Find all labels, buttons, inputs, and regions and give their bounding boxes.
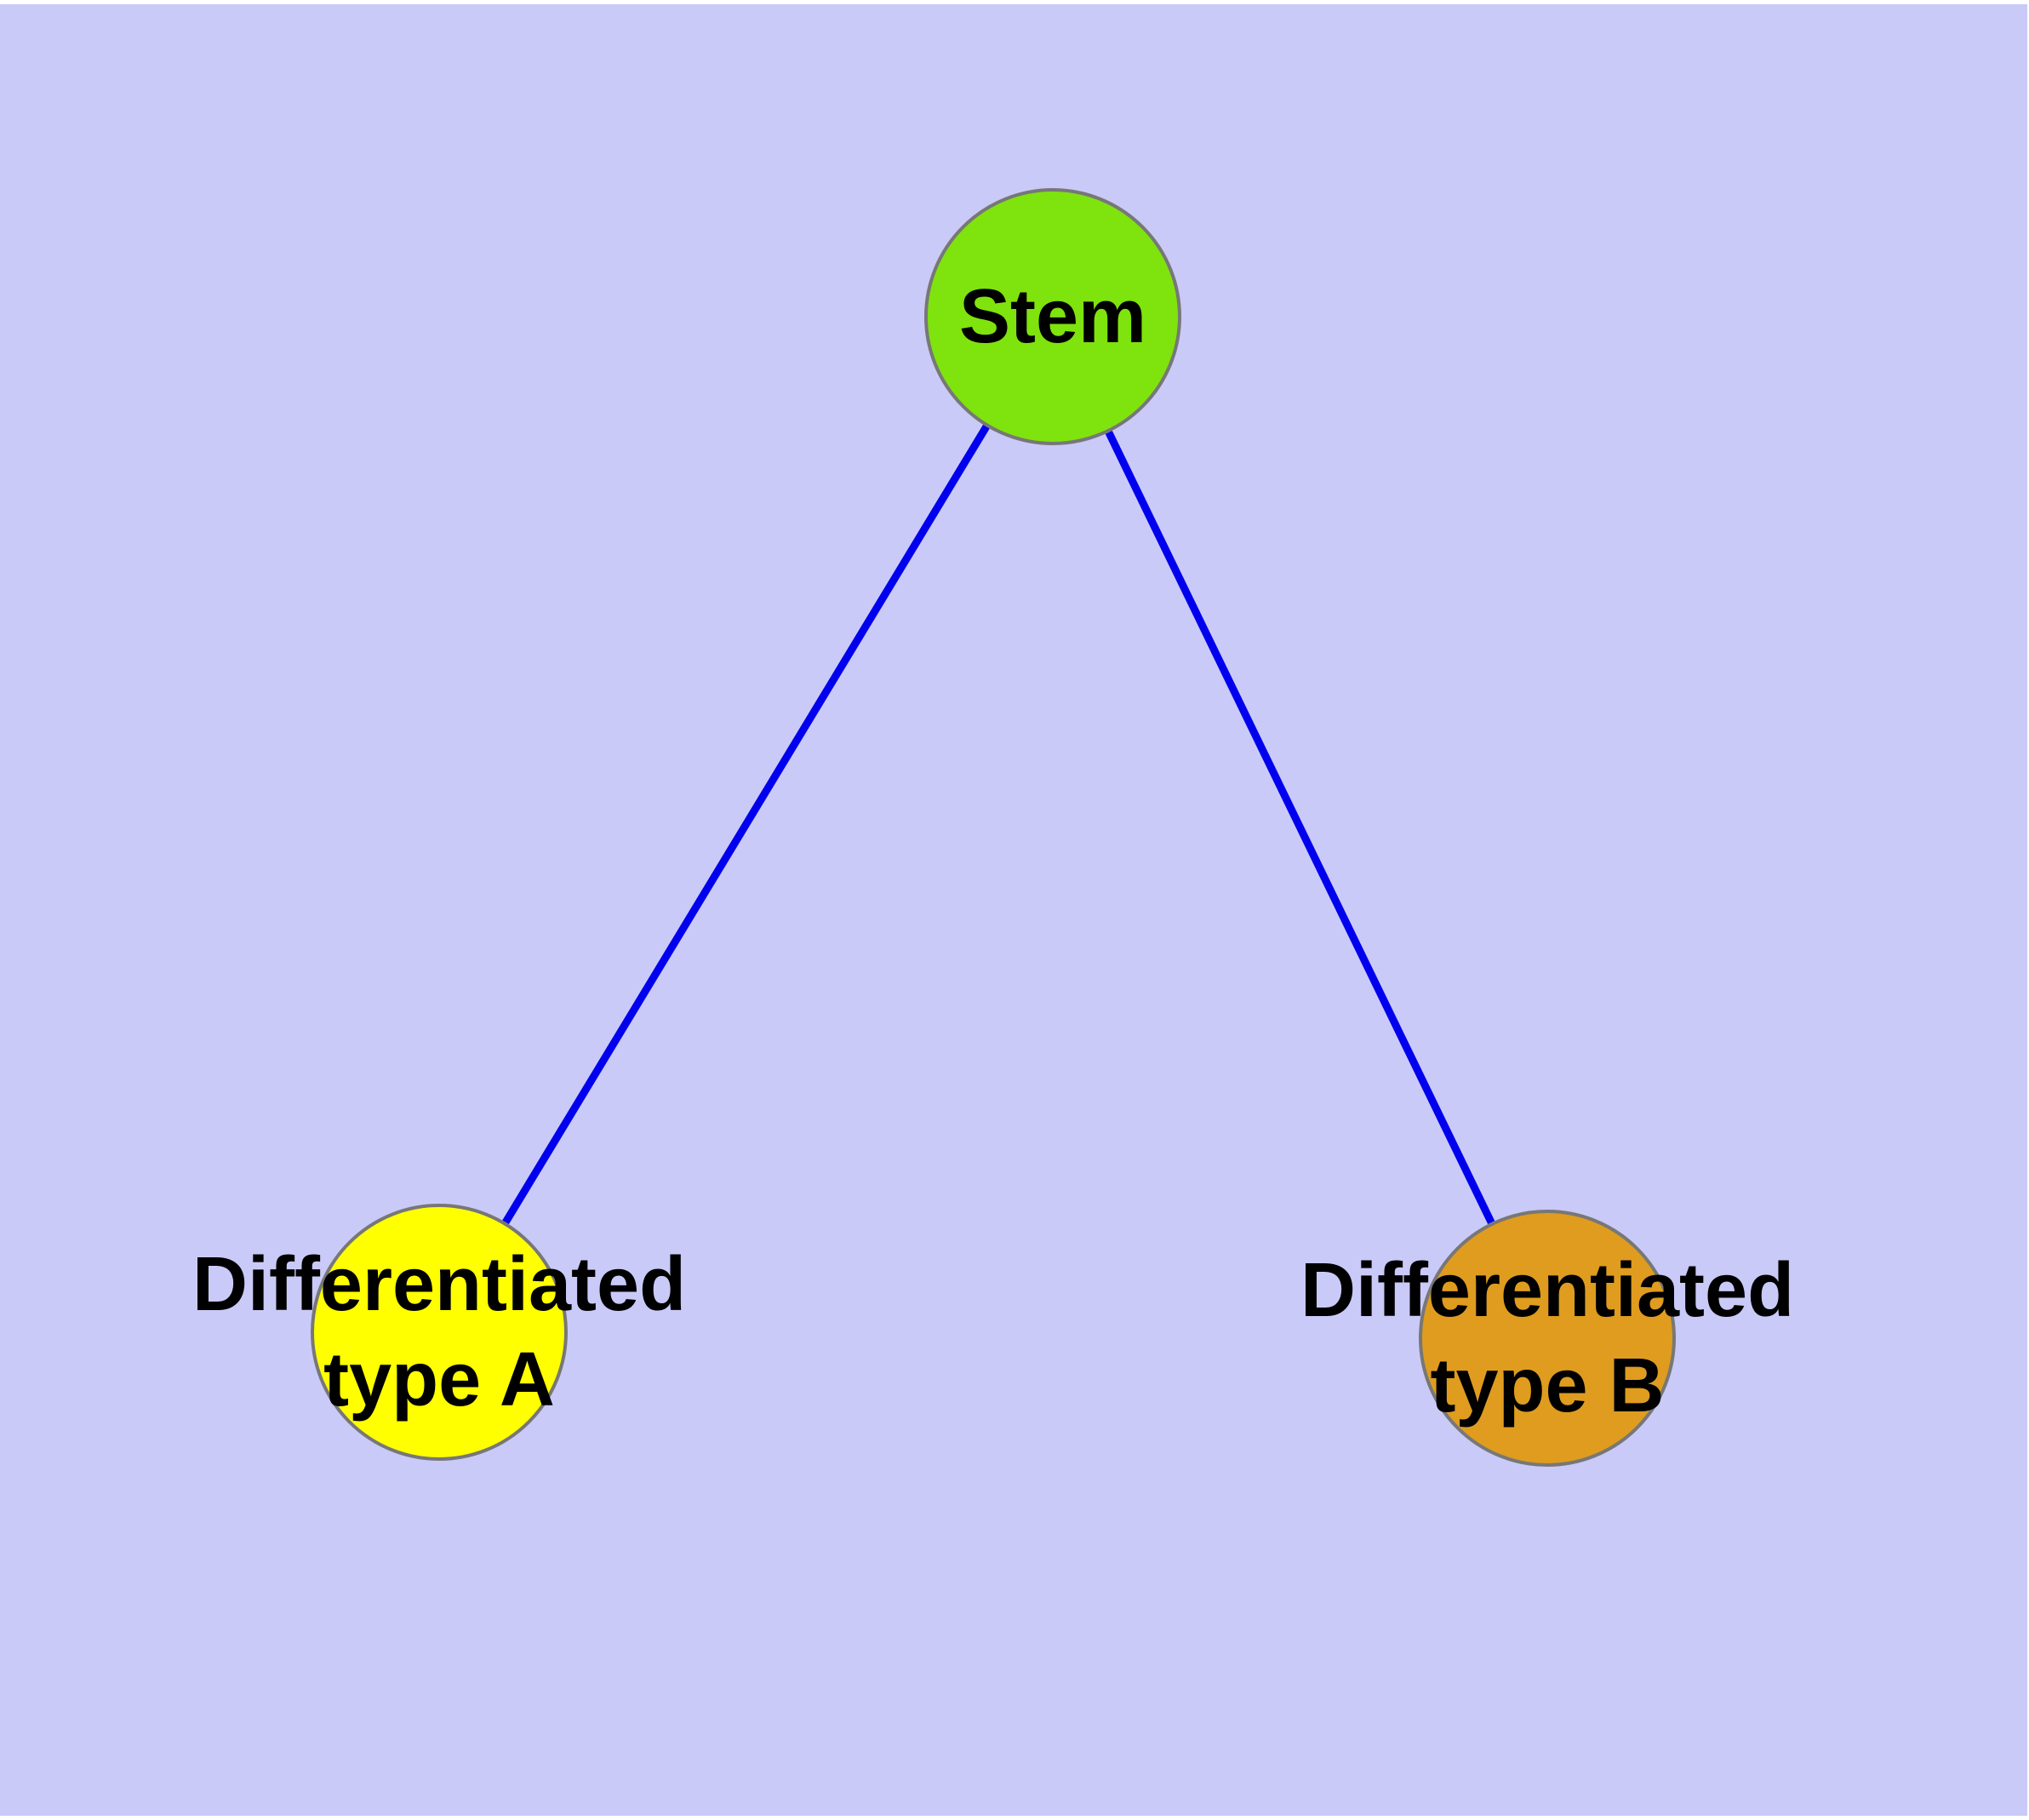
node-stem-label: Stem xyxy=(958,274,1147,359)
edge-stem-type-a xyxy=(502,424,990,1225)
node-differentiated-type-b: Differentiated type B xyxy=(1300,1210,1794,1467)
edge-stem-type-b xyxy=(1105,430,1495,1225)
node-differentiated-type-b-label: Differentiated type B xyxy=(1300,1248,1795,1428)
node-stem: Stem xyxy=(924,188,1181,445)
node-differentiated-type-a-label: Differentiated type A xyxy=(191,1242,687,1422)
node-differentiated-type-a: Differentiated type A xyxy=(192,1204,686,1461)
